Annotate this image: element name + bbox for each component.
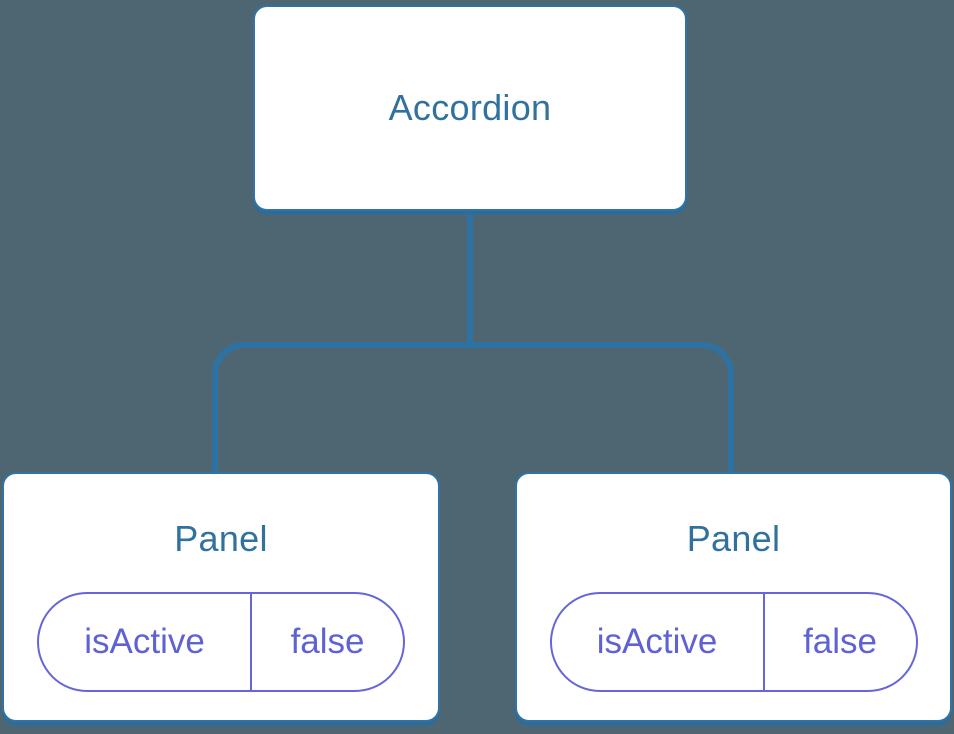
prop-name: isActive bbox=[552, 594, 765, 690]
node-panel-label: Panel bbox=[174, 518, 268, 559]
node-panel-left: Panel isActive false bbox=[2, 472, 440, 722]
connector-branch bbox=[212, 342, 734, 472]
prop-value: false bbox=[803, 622, 878, 661]
node-accordion-label: Accordion bbox=[388, 87, 552, 128]
node-panel-label: Panel bbox=[686, 518, 781, 559]
node-panel-right: Panel isActive false bbox=[515, 472, 952, 722]
prop-value: false bbox=[290, 622, 365, 661]
prop-name: isActive bbox=[39, 594, 253, 690]
prop-pill: isActive false bbox=[549, 592, 918, 692]
connector-stem bbox=[467, 212, 473, 348]
prop-pill: isActive false bbox=[37, 592, 405, 692]
node-accordion: Accordion bbox=[253, 5, 687, 211]
